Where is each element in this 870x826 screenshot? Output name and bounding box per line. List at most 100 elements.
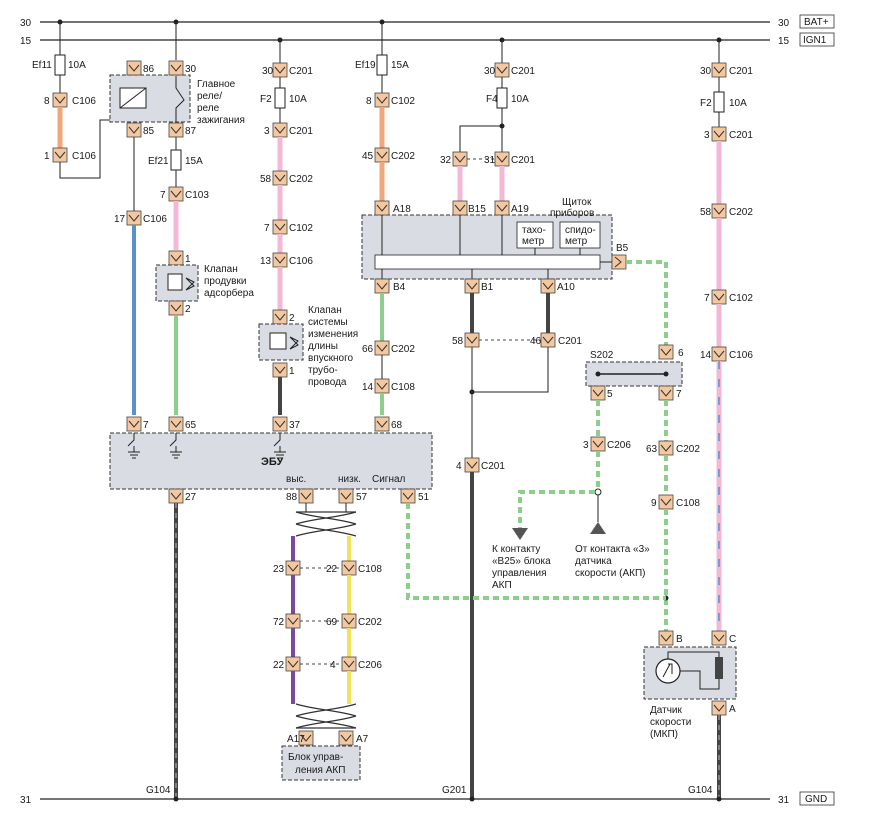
pin-label: 3 (264, 126, 270, 137)
connector-c102-7 (272, 219, 288, 235)
relay-pin-30 (168, 60, 184, 76)
ecu-pin-51 (400, 488, 416, 504)
connector-c102-7c (711, 289, 727, 305)
fuse-label: F2 (260, 94, 272, 105)
pin-label: B4 (393, 282, 406, 293)
rail-30-right: 30 (778, 18, 790, 29)
ecu-pin-27 (168, 488, 184, 504)
pin-label: 22 (326, 564, 338, 575)
connector-label: C108 (358, 564, 382, 575)
pin-label: 22 (273, 660, 285, 671)
ecu-signal-label: Сигнал (372, 474, 406, 485)
connector-label: C201 (481, 461, 505, 472)
svg-text:изменения: изменения (308, 329, 358, 340)
fuse-ef11 (54, 54, 66, 76)
tcm-pin-a7 (338, 730, 354, 746)
cluster-label: Щиток приборов (550, 197, 594, 219)
connector-c108-9 (658, 494, 674, 510)
connector-label: C202 (729, 207, 753, 218)
twisted-pair-bottom (295, 703, 357, 729)
connector-c106-1 (52, 147, 68, 163)
relay-pin-86 (126, 60, 142, 76)
connector-c201-46 (540, 332, 556, 348)
cluster-pin-b5 (611, 254, 627, 270)
connector-label: C201 (729, 66, 753, 77)
pin-label: 8 (44, 96, 50, 107)
pin-label: B5 (616, 243, 629, 254)
cluster-bus (374, 254, 601, 270)
pin-label: 88 (286, 492, 298, 503)
connector-label: C202 (676, 444, 700, 455)
fuse-f2 (274, 87, 286, 109)
connector-c202-63 (658, 440, 674, 456)
connector-c202-69 (341, 613, 357, 629)
connector-label: C201 (511, 66, 535, 77)
cluster-pin-b4 (374, 278, 390, 294)
gnd-rail-label: GND (805, 794, 827, 805)
tach-label: тахо- (522, 225, 546, 236)
connector-c108-23 (285, 560, 301, 576)
pin-label: B1 (481, 282, 494, 293)
pin-label: A7 (356, 734, 369, 745)
svg-text:(МКП): (МКП) (650, 729, 678, 740)
svg-text:впускного: впускного (308, 353, 354, 364)
fuse-ef19 (376, 54, 388, 76)
svg-text:Датчик: Датчик (650, 705, 682, 716)
svg-text:«В25» блока: «В25» блока (492, 555, 551, 567)
svg-text:реле: реле (197, 103, 220, 114)
ecu-label: ЭБУ (261, 456, 283, 468)
tcm-block (281, 745, 361, 781)
pin-label: 13 (260, 256, 272, 267)
pin-label: 58 (452, 336, 464, 347)
splice-label: S202 (590, 350, 614, 361)
s202-pin-6 (658, 344, 674, 360)
svg-text:скорости: скорости (650, 717, 691, 728)
sensor-pin-b (658, 630, 674, 646)
svg-text:провода: провода (308, 377, 347, 388)
relay-switch (175, 76, 185, 122)
pin-label: 72 (273, 617, 285, 628)
svg-text:адсорбера: адсорбера (204, 287, 254, 299)
purge-valve-pin-2 (168, 300, 184, 316)
pin-label: 9 (651, 498, 657, 509)
pin-label: 68 (391, 420, 403, 431)
svg-text:скорости (АКП): скорости (АКП) (575, 568, 645, 579)
cluster-pin-a18 (374, 200, 390, 216)
to-b25-arrow (512, 528, 528, 540)
connector-label: C108 (391, 382, 415, 393)
fuse-ef19-amp: 15A (391, 60, 409, 71)
connector-label: C102 (729, 293, 753, 304)
sensor-resistor (715, 657, 723, 679)
speedometer (559, 221, 601, 249)
sensor-label: Датчик скорости (МКП) (650, 705, 691, 740)
pin-label: 7 (143, 420, 149, 431)
pin-label: 3 (583, 440, 589, 451)
svg-text:Главное: Главное (197, 79, 236, 90)
connector-label: C103 (185, 190, 209, 201)
pin-label: 51 (418, 492, 430, 503)
connector-label: C202 (358, 617, 382, 628)
connector-c201-3c (711, 126, 727, 142)
connector-label: C108 (676, 498, 700, 509)
connector-label: C102 (391, 96, 415, 107)
fuse-ef19-label: Ef19 (355, 60, 376, 71)
svg-text:длины: длины (308, 341, 338, 352)
pin-label: 14 (700, 350, 712, 361)
connector-c202-72 (285, 613, 301, 629)
connector-c106-14 (711, 346, 727, 362)
connector-c206-4 (341, 656, 357, 672)
rail-15-left: 15 (20, 36, 32, 47)
pin-label: A18 (393, 204, 411, 215)
pin-label: 1 (289, 366, 295, 377)
rail-15-right: 15 (778, 36, 790, 47)
svg-text:системы: системы (308, 317, 348, 328)
cluster-pin-a10 (540, 278, 556, 294)
connector-label: C201 (511, 155, 535, 166)
purge-valve-label: Клапан продувки адсорбера (204, 264, 254, 299)
pin-label: 85 (143, 126, 155, 137)
connector-c206-3 (590, 436, 606, 452)
cluster-pin-b15 (452, 200, 468, 216)
pin-label: 58 (260, 174, 272, 185)
connector-c108-14 (374, 378, 390, 394)
ecu-pin-37 (272, 416, 288, 432)
